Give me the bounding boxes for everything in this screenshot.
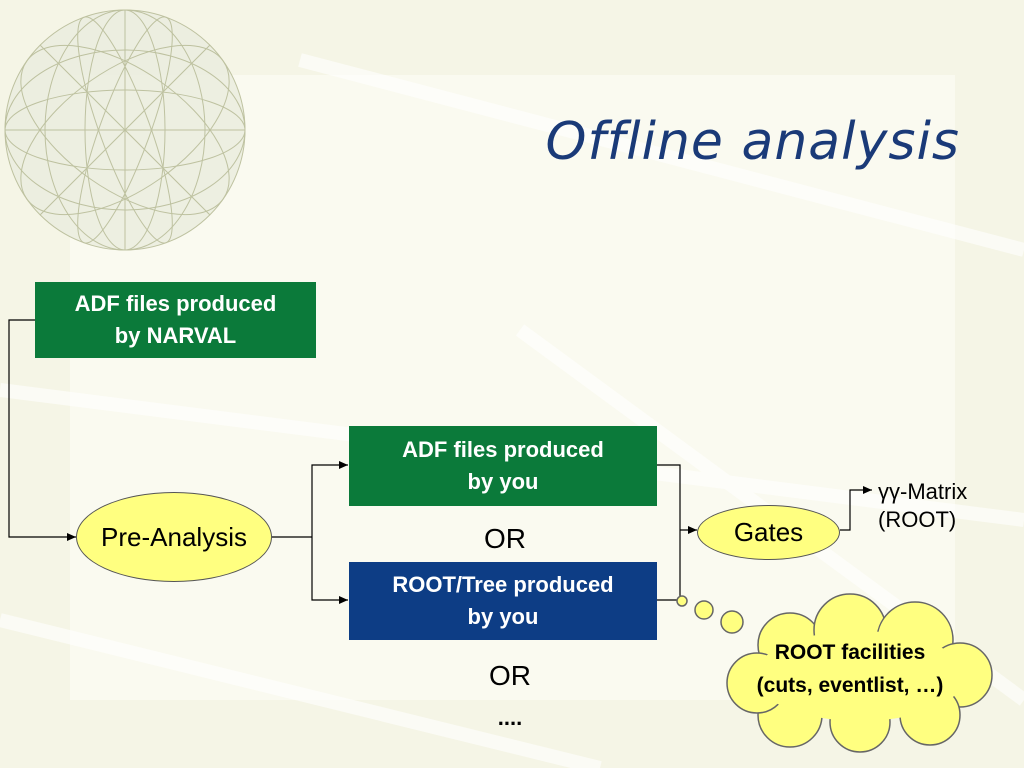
ellipsis-label: .... [497, 705, 523, 730]
bubble-dot-large [720, 610, 744, 634]
bubble-dot-small [676, 595, 688, 607]
line-from-adf-you [657, 464, 681, 601]
line-narval-to-preanalysis [8, 319, 76, 541]
line-to-root-tree [311, 537, 348, 604]
line-to-adf-you [311, 461, 348, 537]
adf-narval-box: ADF files produced by NARVAL [35, 282, 316, 358]
globe-decoration [4, 9, 246, 251]
root-tree-box: ROOT/Tree produced by you [349, 562, 657, 640]
page-title: Offline analysis [545, 112, 960, 172]
or-label-1: OR [484, 523, 526, 554]
bubble-dot-medium [694, 600, 714, 620]
line-to-matrix [840, 486, 872, 531]
pre-analysis-node: Pre-Analysis [76, 492, 272, 582]
cloud-shape [726, 593, 993, 753]
or-label-2: OR [489, 660, 531, 691]
adf-you-box: ADF files produced by you [349, 426, 657, 506]
gg-matrix-label: γγ-Matrix (ROOT) [878, 479, 968, 532]
root-facilities-label: ROOT facilities (cuts, eventlist, …) [756, 641, 944, 697]
gates-node: Gates [697, 505, 840, 560]
